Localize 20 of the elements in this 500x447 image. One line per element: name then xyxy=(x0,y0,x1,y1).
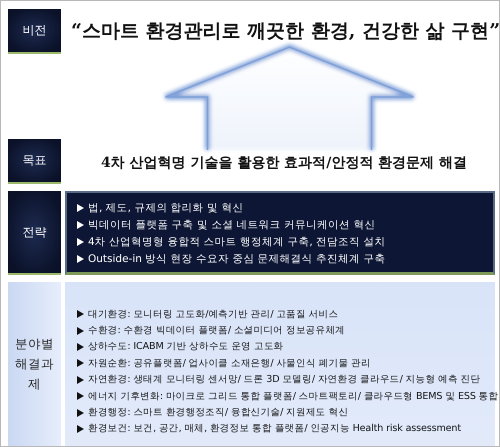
row-label-box: 비전 xyxy=(8,9,61,54)
bullet-item: 대기환경: 모니터링 고도화/예측기반 관리/ 고품질 서비스 xyxy=(88,308,338,321)
bullet-item: 수환경: 수환경 빅데이터 플랫폼/ 소셜미디어 정보공유체계 xyxy=(88,324,346,338)
bullet-item: 상하수도: ICABM 기반 상하수도 운영 고도화 xyxy=(88,340,284,354)
bullet-item: Outside-in 방식 현장 수요자 중심 문제해결식 추진체계 구축 xyxy=(88,252,386,266)
bullet-item: 에너지 기후변화: 마이크로 그리드 통합 플랫폼/ 스마트팩토리/ 클라우드형 BEMS 및 ESS 통합 xyxy=(88,390,498,403)
bullet-item: 환경행정: 스마트 환경행정조직/ 융합신기술/ 지원제도 혁신 xyxy=(88,406,348,420)
row-label-box: 목표 xyxy=(8,139,61,184)
bullet-item: 빅데이터 플랫폼 구축 및 소셜 네트워크 커뮤니케이션 혁신 xyxy=(88,218,376,232)
row-label-box: 분야별 해결과제 xyxy=(8,282,61,446)
content-panel xyxy=(65,191,495,275)
bullet-item: 자연환경: 생태계 모니터링 센서망/ 드론 3D 모델링/ 자연환경 클라우드/ 지능형 예측 진단 xyxy=(88,373,480,386)
bullet-item: 4차 산업혁명형 융합적 스마트 행정체계 구축, 전담조직 설치 xyxy=(88,234,386,248)
bullet-item: 법, 제도, 규제의 합리화 및 혁신 xyxy=(88,200,244,214)
row-label-box: 전략 xyxy=(8,191,61,275)
vision-statement: “스마트 환경관리로 깨끗한 환경, 건강한 삶 구현” xyxy=(71,18,499,44)
bullet-item: 자원순환: 공유플랫폼/ 업사이클 소재은행/ 사물인식 폐기물 관리 xyxy=(88,356,371,370)
bullet-item: 환경보건: 보건, 공간, 매체, 환경정보 통합 플랫폼/ 인공지능 Health risk assessment xyxy=(88,422,461,436)
block-arrow xyxy=(163,44,416,152)
goal-statement: 4차 산업혁명 기술을 활용한 효과적/안정적 환경문제 해결 xyxy=(101,154,468,172)
